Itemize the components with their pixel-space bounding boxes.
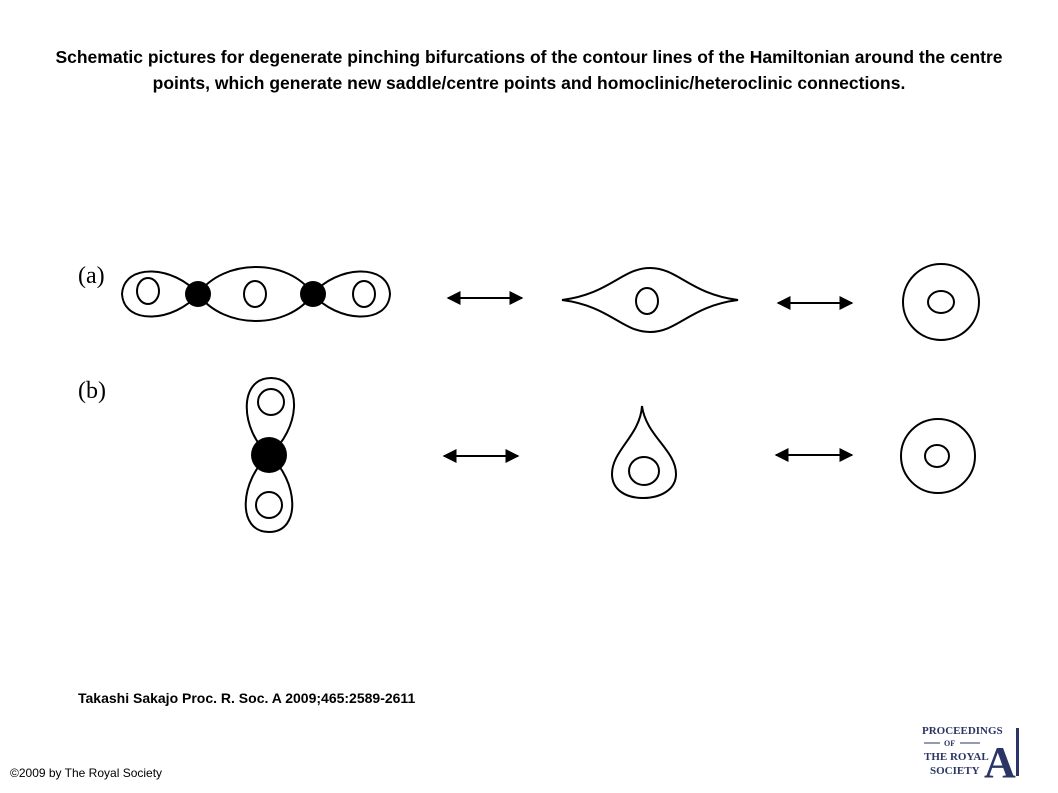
logo-side-bar xyxy=(1016,728,1019,776)
figure-title: Schematic pictures for degenerate pinchi… xyxy=(55,47,1003,93)
centre-contour xyxy=(927,290,955,314)
logo-letter: A xyxy=(984,738,1016,782)
centre-contour xyxy=(243,280,267,308)
panel-a-after xyxy=(902,263,980,341)
heteroclinic-contour xyxy=(120,266,392,322)
logo-line4: SOCIETY xyxy=(930,765,980,777)
pinched-contour xyxy=(561,266,739,334)
centre-contour xyxy=(628,456,660,486)
panel-a-label: (a) xyxy=(78,263,105,289)
cusp-contour xyxy=(610,405,678,500)
panel-b-after xyxy=(900,418,976,494)
saddle-point xyxy=(185,281,211,307)
panel-a-degenerate xyxy=(561,266,739,334)
centre-contour xyxy=(136,277,160,305)
centre-contour xyxy=(352,280,376,308)
centre-contour xyxy=(255,491,283,519)
logo-line2: OF xyxy=(944,739,955,748)
copyright-notice: ©2009 by The Royal Society xyxy=(10,766,163,780)
logo-line1: PROCEEDINGS xyxy=(922,725,1003,737)
panel-a-before xyxy=(120,266,392,322)
panel-b-degenerate xyxy=(610,405,678,500)
outer-contour xyxy=(900,418,976,494)
centre-contour xyxy=(635,287,659,315)
panel-b-before xyxy=(244,376,295,534)
panel-b-label: (b) xyxy=(78,378,106,404)
journal-logo: PROCEEDINGS OF THE ROYAL SOCIETY A xyxy=(922,725,1019,782)
centre-contour xyxy=(924,444,950,468)
outer-contour xyxy=(902,263,980,341)
citation: Takashi Sakajo Proc. R. Soc. A 2009;465:… xyxy=(78,690,416,706)
saddle-point xyxy=(251,437,287,473)
logo-line3: THE ROYAL xyxy=(924,751,989,763)
centre-contour xyxy=(257,388,285,416)
saddle-point xyxy=(300,281,326,307)
